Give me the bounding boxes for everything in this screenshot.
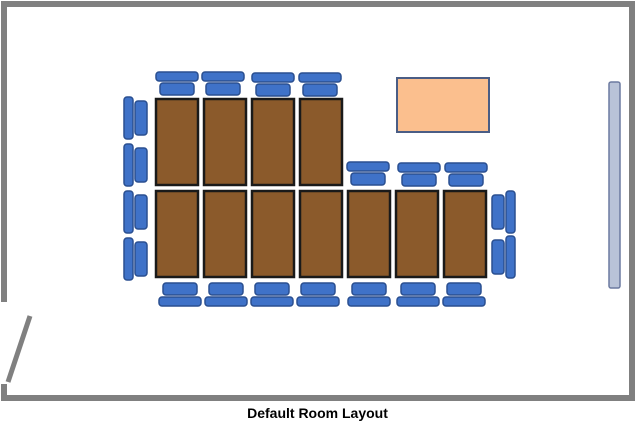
room-wall — [1, 1, 635, 401]
chairs-top — [155, 71, 488, 187]
door-panel — [5, 315, 33, 383]
table — [154, 97, 200, 187]
chair — [397, 162, 441, 187]
lectern-table — [396, 77, 490, 133]
chair — [491, 190, 516, 234]
table — [250, 189, 296, 279]
chair — [123, 237, 148, 281]
table — [346, 189, 392, 279]
chair — [251, 72, 295, 97]
table — [298, 189, 344, 279]
chair — [298, 72, 342, 97]
chair — [346, 161, 390, 186]
chairs-bottom — [158, 282, 486, 307]
diagram-caption: Default Room Layout — [247, 405, 388, 421]
table — [202, 97, 248, 187]
chair — [347, 282, 391, 307]
chair — [123, 190, 148, 234]
chair — [123, 143, 148, 187]
table — [250, 97, 296, 187]
table — [298, 97, 344, 187]
tables-bottom-row — [154, 189, 488, 279]
chairs-left — [123, 96, 148, 281]
chair — [491, 235, 516, 279]
chair — [123, 96, 148, 140]
table — [202, 189, 248, 279]
table — [442, 189, 488, 279]
chair — [155, 71, 199, 96]
chair — [296, 282, 340, 307]
chair — [396, 282, 440, 307]
projection-screen — [608, 81, 621, 289]
tables-top-row — [154, 97, 344, 187]
chair — [201, 71, 245, 96]
table — [394, 189, 440, 279]
chair — [204, 282, 248, 307]
chair — [158, 282, 202, 307]
chair — [444, 162, 488, 187]
table — [154, 189, 200, 279]
room-layout-diagram — [1, 1, 635, 401]
chair — [250, 282, 294, 307]
chairs-right — [491, 190, 516, 279]
chair — [442, 282, 486, 307]
